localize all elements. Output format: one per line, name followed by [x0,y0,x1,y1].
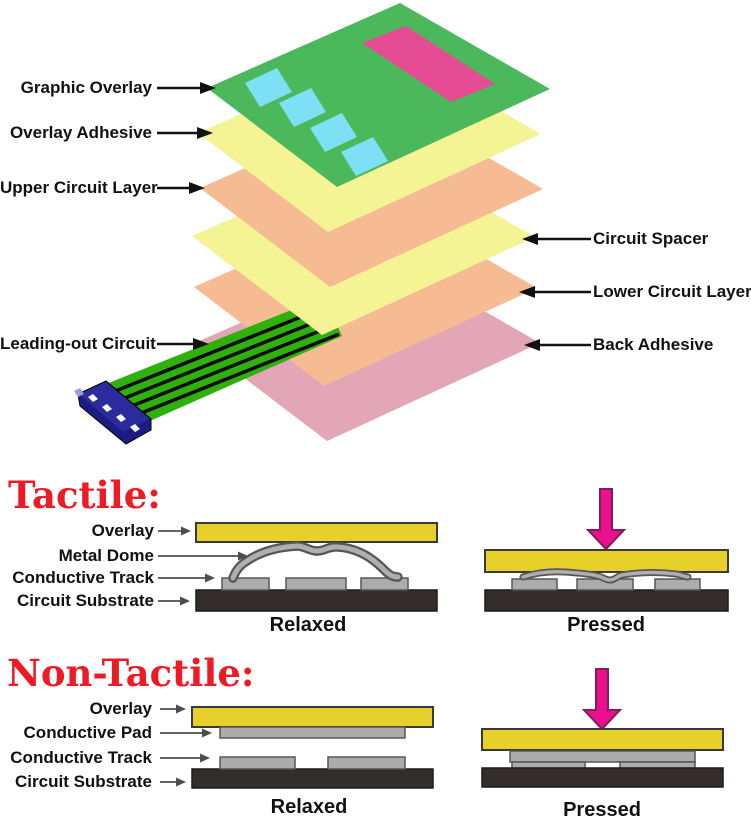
overlay-buttons [245,68,388,176]
connector-top-face [79,382,150,432]
overlay-bar [191,706,434,728]
metal-dome [228,541,403,583]
arrow-leading-out-circuit [157,338,209,350]
arrow-upper-circuit-layer [157,182,205,194]
connector-contact-pads [88,394,140,432]
exploded-layer-stack [74,3,550,445]
tactile-relaxed-figure [195,522,438,612]
ribbon-connector [74,380,152,445]
label-tactile-circuit-substrate: Circuit Substrate [17,591,154,610]
overlay-bar [481,728,724,751]
callout-arrows [157,82,591,351]
circuit-substrate-bar [484,589,729,612]
label-tactile-conductive-track: Conductive Track [12,568,154,587]
circuit-substrate-bar [195,589,438,612]
caption-tactile-relaxed: Relaxed [269,614,347,636]
nontactile-pressed-figure [481,668,724,788]
connector-edge-highlight [74,388,84,397]
arrow-nontactile-circuit-substrate [160,777,186,787]
label-leading-out-circuit: Leading-out Circuit [0,334,156,353]
leading-out-ribbon [74,297,342,445]
arrow-tactile-metal-dome [158,551,248,561]
conductive-pad-bar [509,750,696,763]
overlay-button [279,88,326,127]
arrow-overlay-adhesive [157,127,213,139]
press-arrow-icon [581,668,623,731]
label-circuit-spacer: Circuit Spacer [593,229,709,248]
label-lower-circuit-layer: Lower Circuit Layer [593,282,751,301]
label-nontactile-conductive-pad: Conductive Pad [23,723,152,742]
arrow-back-adhesive [524,339,591,351]
arrow-graphic-overlay [157,82,216,94]
nontactile-heading: Non-Tactile: [7,651,255,695]
overlay-button [245,68,292,107]
label-nontactile-overlay: Overlay [89,699,152,718]
caption-nontactile-pressed: Pressed [563,799,641,821]
arrow-nontactile-conductive-pad [160,728,212,738]
label-back-adhesive: Back Adhesive [593,335,714,354]
flattened-metal-dome [519,568,692,584]
guide-arrows [158,526,248,787]
overlay-button [341,137,388,176]
arrow-tactile-conductive-track [158,573,215,583]
overlay-bar [484,549,729,573]
label-nontactile-circuit-substrate: Circuit Substrate [15,772,152,791]
arrow-nontactile-conductive-track [160,753,210,763]
overlay-bar [195,522,438,543]
circuit-substrate-bar [481,767,724,788]
conductive-track-pad [285,577,347,591]
display-window [362,26,495,102]
overlay-button [310,113,357,152]
arrow-nontactile-overlay [160,704,186,714]
layer-graphic-overlay [207,3,550,187]
arrow-tactile-circuit-substrate [158,596,190,606]
ribbon-stripes [109,304,340,421]
conductive-track-pad [219,756,296,770]
label-overlay-adhesive: Overlay Adhesive [9,123,152,142]
caption-nontactile-relaxed: Relaxed [270,796,348,818]
conductive-track-pad [511,578,558,591]
conductive-pad-bar [219,726,406,739]
label-graphic-overlay: Graphic Overlay [20,78,152,97]
circuit-substrate-bar [191,768,434,789]
conductive-track-pad [327,756,406,770]
label-tactile-overlay: Overlay [91,521,154,540]
arrow-circuit-spacer [522,233,591,245]
tactile-heading: Tactile: [8,473,161,517]
caption-tactile-pressed: Pressed [567,614,645,636]
conductive-track-pad [654,578,701,591]
label-nontactile-conductive-track: Conductive Track [10,748,152,767]
arrow-lower-circuit-layer [519,286,591,298]
label-upper-circuit-layer: Upper Circuit Layer [0,178,158,197]
label-tactile-metal-dome: Metal Dome [58,546,154,565]
arrow-tactile-overlay [158,526,191,536]
tactile-pressed-figure [484,488,729,612]
nontactile-relaxed-figure [191,706,434,789]
press-arrow-icon [585,488,627,551]
